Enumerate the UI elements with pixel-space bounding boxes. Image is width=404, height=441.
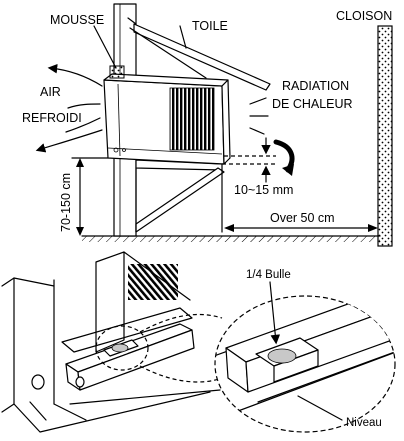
niveau-leader	[297, 395, 343, 421]
label-clearance: Over 50 cm	[270, 211, 335, 225]
label-mousse: MOUSSE	[50, 13, 104, 27]
zoom-connectors	[139, 313, 223, 383]
label-tilt-range: 10~15 mm	[234, 183, 293, 197]
label-bulle: 1/4 Bulle	[246, 269, 291, 281]
air-conditioner-unit	[103, 73, 231, 165]
partition-wall	[377, 25, 393, 247]
height-dimension	[71, 157, 109, 236]
bulle-leader	[269, 281, 281, 345]
tilt-indicator	[222, 137, 295, 183]
clearance-dimension	[221, 169, 378, 233]
floor-hatch	[82, 236, 380, 242]
small-spirit-level	[65, 323, 195, 391]
small-focus-circle	[95, 325, 149, 371]
mousse-leader	[93, 25, 117, 69]
zoomed-spirit-level	[215, 296, 395, 421]
small-bubble	[111, 343, 129, 353]
label-niveau: Niveau	[346, 417, 382, 429]
zoomed-bubble	[267, 348, 297, 364]
awning	[127, 17, 271, 91]
label-radiation-line1: RADIATION	[282, 79, 349, 93]
cold-air-arrows	[35, 63, 103, 153]
label-toile: TOILE	[192, 19, 228, 33]
label-radiation-line2: DE CHALEUR	[272, 97, 353, 111]
rear-grille	[169, 87, 215, 151]
base-grille	[128, 264, 178, 300]
support-bracket	[135, 159, 225, 233]
foam-strip	[109, 65, 125, 79]
label-height-range: 70-150 cm	[59, 173, 73, 232]
label-air: AIR	[40, 85, 61, 99]
heat-radiation-arrows	[249, 97, 269, 135]
label-cloison: CLOISON	[336, 9, 392, 23]
toile-leader	[179, 25, 187, 49]
label-refroidi: REFROIDI	[22, 111, 82, 125]
